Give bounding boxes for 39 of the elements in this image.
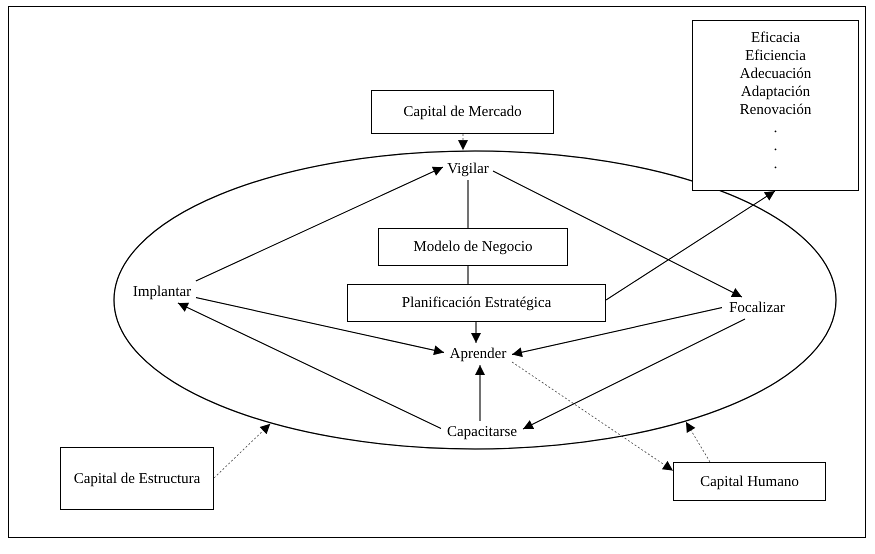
concept-box — [378, 228, 568, 266]
dotted-arrow — [686, 422, 710, 462]
arrow — [512, 307, 722, 358]
list-item: . — [774, 137, 778, 155]
node-label: Implantar — [132, 283, 192, 301]
criteria-box — [692, 20, 859, 191]
concept-box — [673, 462, 826, 501]
arrow — [471, 322, 481, 343]
arrow — [492, 170, 742, 298]
node-label: Capacitarse — [447, 423, 517, 441]
node-label: Aprender — [450, 345, 506, 363]
dotted-arrow — [214, 423, 271, 478]
node-label: Focalizar — [729, 299, 785, 317]
dotted-arrow — [512, 362, 674, 472]
arrow — [522, 318, 746, 430]
connector-line — [467, 180, 469, 228]
node-label: Planificación Estratégica — [402, 294, 552, 312]
node-label: Capital de Estructura — [74, 470, 200, 488]
list-item: Eficacia — [750, 29, 800, 47]
arrow — [475, 365, 485, 421]
list-item: Adecuación — [740, 65, 812, 83]
node-label: Capital de Mercado — [403, 103, 522, 121]
concept-box — [60, 447, 214, 510]
node-label: Modelo de Negocio — [413, 238, 533, 256]
list-item: . — [774, 155, 778, 173]
arrow — [178, 302, 442, 429]
list-item: Renovación — [740, 101, 812, 119]
arrow — [196, 297, 444, 356]
node-label: Capital Humano — [700, 472, 799, 490]
dotted-arrow — [458, 134, 468, 150]
list-item: . — [774, 119, 778, 137]
arrow — [196, 166, 444, 282]
concept-box — [347, 284, 606, 322]
concept-box — [371, 90, 554, 134]
node-label: Vigilar — [447, 160, 489, 178]
arrow — [606, 190, 776, 300]
list-item: Adaptación — [740, 83, 810, 101]
connector-line — [467, 266, 469, 284]
list-item: Eficiencia — [745, 47, 806, 65]
